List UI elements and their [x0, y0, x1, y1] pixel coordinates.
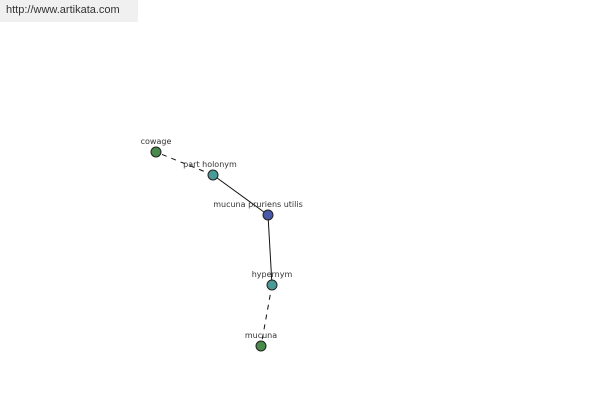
- label-part-holonym: part holonym: [183, 160, 237, 169]
- node-cowage[interactable]: [150, 146, 162, 158]
- site-url-link[interactable]: http://www.artikata.com: [0, 0, 138, 22]
- label-center-term: mucuna pruriens utilis: [213, 200, 303, 209]
- node-mucuna[interactable]: [255, 340, 267, 352]
- label-cowage[interactable]: cowage: [141, 137, 172, 146]
- node-center-term[interactable]: [262, 209, 274, 221]
- edge-center-to-part-holonym: [212, 174, 269, 216]
- label-hypernym: hypernym: [252, 270, 293, 279]
- edge-part-holonym-to-cowage: [155, 151, 214, 176]
- node-hypernym[interactable]: [266, 279, 278, 291]
- label-mucuna[interactable]: mucuna: [245, 331, 277, 340]
- edge-center-to-hypernym: [267, 214, 273, 286]
- edge-hypernym-to-mucuna: [260, 284, 273, 347]
- node-part-holonym[interactable]: [207, 169, 219, 181]
